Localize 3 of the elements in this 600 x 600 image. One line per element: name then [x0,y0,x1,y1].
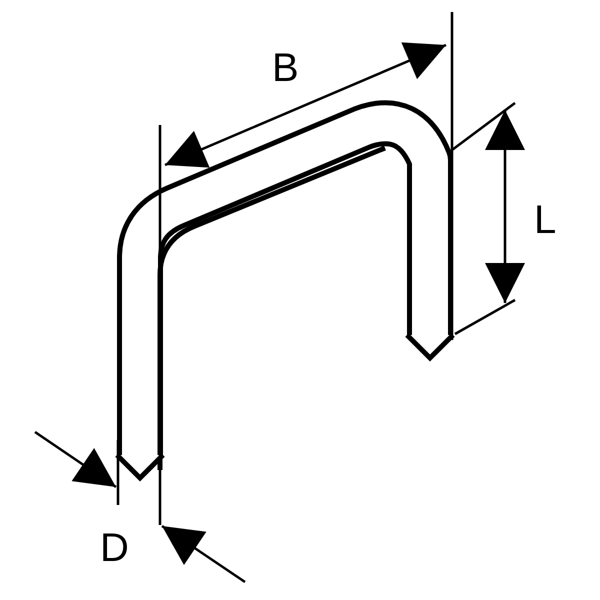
dimension-label: D [100,528,129,568]
dimension-label: L [534,200,556,240]
dimension-label: B [272,48,299,88]
